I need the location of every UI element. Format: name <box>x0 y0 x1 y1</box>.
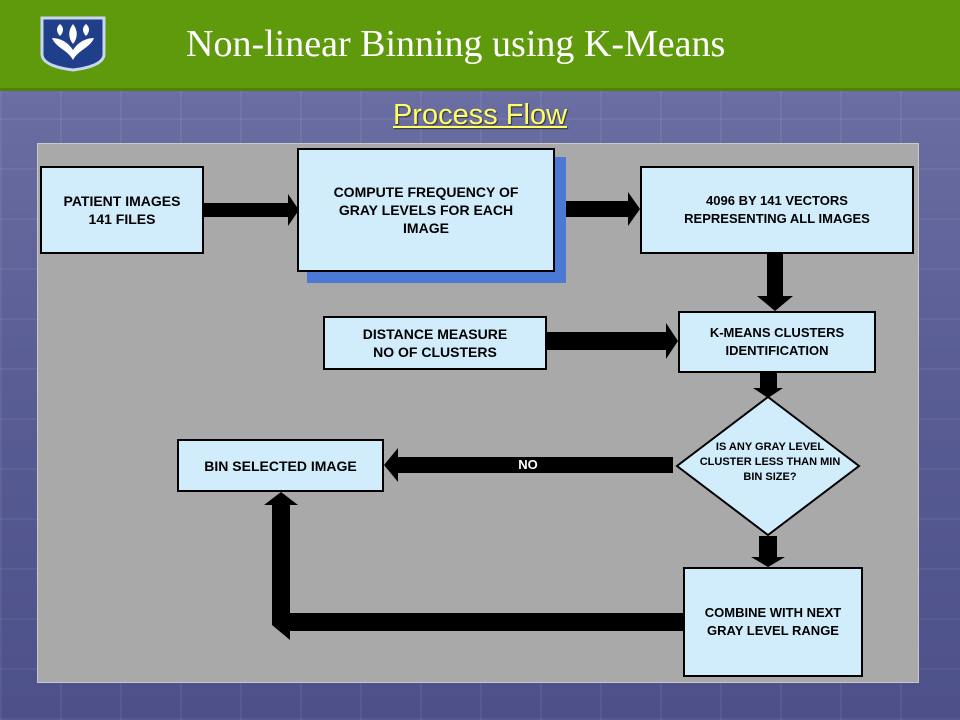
decision-diamond <box>675 395 861 537</box>
combine-box: COMBINE WITH NEXT GRAY LEVEL RANGE <box>683 567 863 677</box>
compute-frequency-box: COMPUTE FREQUENCY OF GRAY LEVELS FOR EAC… <box>297 148 555 272</box>
arrow-patient-to-compute <box>204 194 299 226</box>
slide-title: Non-linear Binning using K-Means <box>186 23 726 65</box>
slide-header: Non-linear Binning using K-Means <box>0 0 960 91</box>
combine-label: COMBINE WITH NEXT GRAY LEVEL RANGE <box>704 605 842 638</box>
distance-measure-box: DISTANCE MEASURE NO OF CLUSTERS <box>323 316 547 370</box>
arrow-kmeans-to-decision <box>753 373 783 398</box>
arrow-decision-to-combine <box>751 536 785 567</box>
arrow-compute-to-vectors <box>555 192 640 226</box>
kmeans-label: K-MEANS CLUSTERS IDENTIFICATION <box>709 325 845 358</box>
patient-images-box: PATIENT IMAGES 141 FILES <box>40 166 204 254</box>
arrow-distance-to-kmeans <box>546 323 678 359</box>
decision-label: IS ANY GRAY LEVEL CLUSTER LESS THAN MIN … <box>699 441 841 483</box>
bin-selected-box: BIN SELECTED IMAGE <box>177 439 384 492</box>
bin-selected-label: BIN SELECTED IMAGE <box>204 457 357 474</box>
university-seal-icon <box>40 16 106 72</box>
patient-images-label: PATIENT IMAGES 141 FILES <box>63 193 181 227</box>
vectors-box: 4096 BY 141 VECTORS REPRESENTING ALL IMA… <box>640 166 914 254</box>
arrow-decision-to-bin <box>384 448 673 482</box>
vectors-label: 4096 BY 141 VECTORS REPRESENTING ALL IMA… <box>684 193 870 226</box>
distance-measure-label: DISTANCE MEASURE NO OF CLUSTERS <box>362 326 508 360</box>
arrow-vectors-to-kmeans <box>757 253 793 311</box>
kmeans-box: K-MEANS CLUSTERS IDENTIFICATION <box>678 311 876 373</box>
arrow-combine-to-bin <box>264 492 683 640</box>
no-label: NO <box>518 457 538 472</box>
slide-subtitle: Process Flow <box>392 99 568 131</box>
compute-frequency-label: COMPUTE FREQUENCY OF GRAY LEVELS FOR EAC… <box>333 184 519 236</box>
